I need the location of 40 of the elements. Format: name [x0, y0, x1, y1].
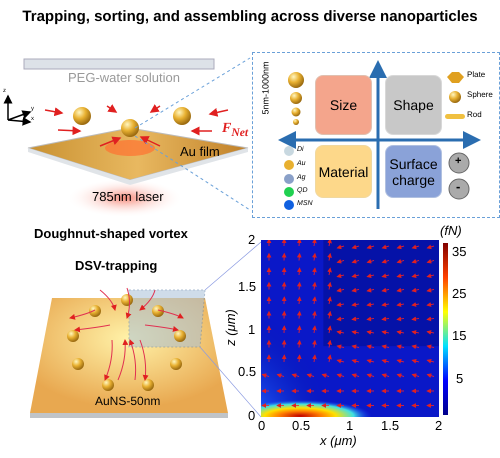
tick-label: 0 [258, 418, 266, 433]
force-label: F$_{Net}$ [222, 121, 248, 139]
category-label: Material [318, 164, 368, 180]
size-range-label: 5nm-1000nm [260, 61, 271, 115]
category-label: Surface charge [388, 156, 439, 188]
charge-sign: - [456, 179, 460, 194]
text-label: PEG-water solution [68, 70, 180, 85]
category-box [315, 75, 372, 135]
axis-title: x (μm) [320, 433, 357, 448]
category-label: Shape [393, 97, 434, 113]
tick-label: 0.5 [238, 364, 256, 379]
tick-label: 1 [248, 322, 256, 337]
category-box [385, 145, 442, 198]
text-label: Au film [180, 144, 220, 159]
axis-title: z (μm) [222, 309, 238, 346]
tick-label: 1.5 [381, 418, 400, 433]
shape-label: Plate [467, 70, 486, 79]
shape-label: Sphere [467, 90, 493, 99]
text-label: AuNS-50nm [95, 394, 160, 408]
category-label: Size [330, 97, 358, 113]
shape-label: Rod [467, 110, 482, 119]
colorbar-tick: 15 [452, 328, 466, 343]
category-box [315, 145, 372, 198]
text-label: 785nm laser [92, 189, 164, 204]
tick-label: 0.5 [292, 418, 310, 433]
colorbar-tick: 35 [452, 244, 466, 259]
heading: Doughnut-shaped vortex [34, 226, 188, 241]
tick-label: 0 [248, 408, 256, 423]
unit-label: (fN) [440, 223, 462, 238]
inset-panel [252, 52, 500, 218]
charge-sign: + [455, 155, 462, 167]
tick-label: 1.5 [238, 279, 256, 294]
heading: DSV-trapping [75, 258, 158, 273]
tick-label: 1 [346, 418, 354, 433]
category-box [385, 75, 442, 135]
title: Trapping, sorting, and assembling across diverse nanoparticles [21, 8, 479, 25]
colorbar-tick: 25 [452, 286, 466, 301]
tick-label: 2 [248, 232, 256, 247]
colorbar-tick: 5 [456, 371, 464, 386]
tick-label: 2 [435, 418, 442, 433]
